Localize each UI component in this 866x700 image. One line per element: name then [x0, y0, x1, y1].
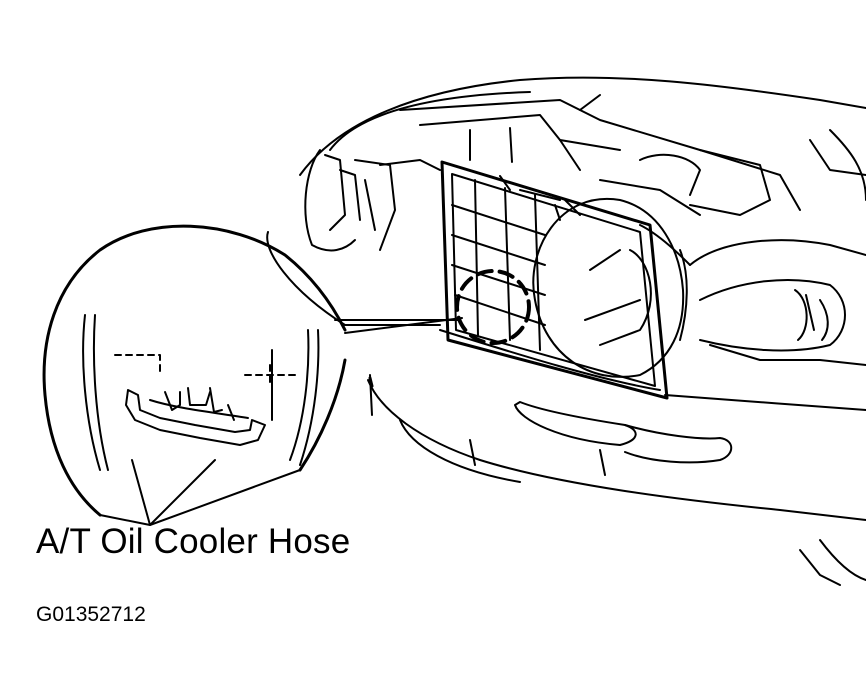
oil-cooler-hose-detail	[125, 389, 266, 446]
callout-label: A/T Oil Cooler Hose	[36, 522, 351, 561]
label-pointer	[131, 459, 216, 526]
radiator-frame	[440, 160, 691, 400]
left-headlamp	[304, 149, 356, 252]
engine-bay	[399, 99, 801, 211]
right-headlamp	[689, 239, 866, 266]
fan-shroud	[532, 197, 685, 378]
detail-inset-circle	[42, 224, 347, 517]
detail-leader-lines	[334, 317, 463, 334]
upper-bumper	[266, 231, 441, 326]
marker	[368, 376, 374, 388]
figure-id: G01352712	[36, 603, 146, 626]
right-fender	[829, 129, 866, 201]
hood-outline	[299, 76, 866, 176]
vehicle-front-end	[266, 76, 866, 586]
fog-lamp-recess	[514, 401, 637, 446]
detail-inset	[42, 224, 347, 526]
detail-highlight-circle	[455, 269, 531, 345]
lower-valance	[367, 379, 866, 521]
